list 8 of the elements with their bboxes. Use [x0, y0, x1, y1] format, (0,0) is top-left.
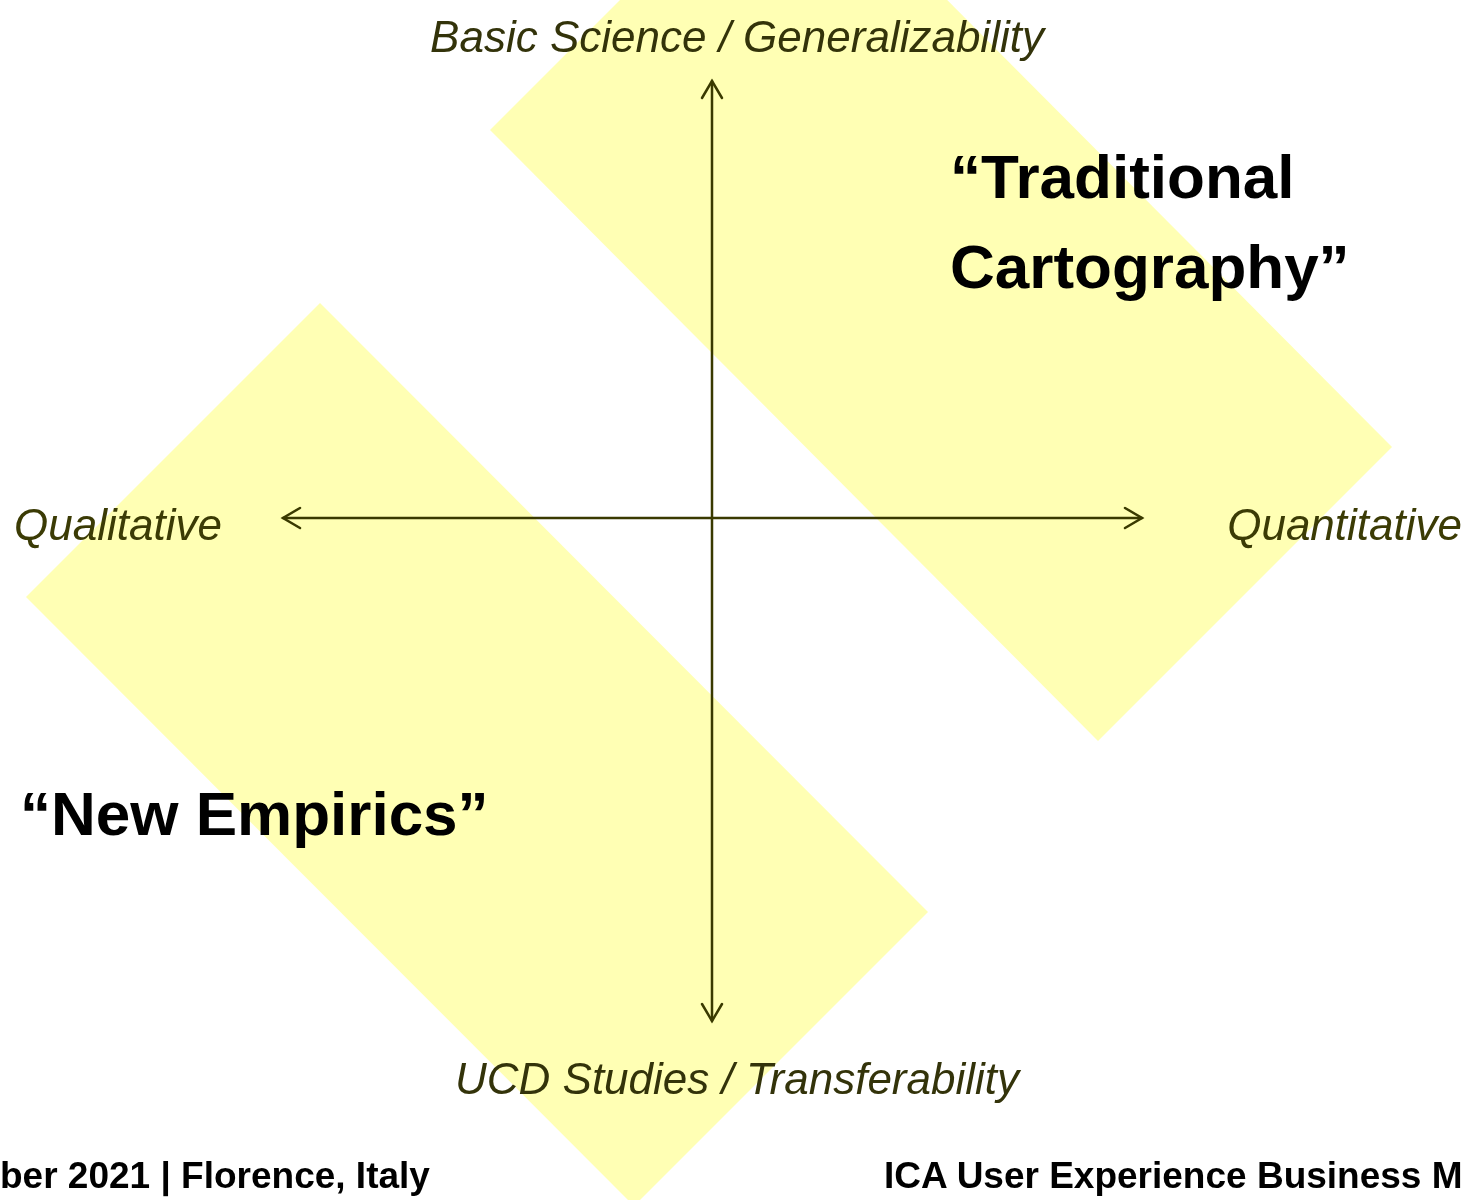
band-heading: “Traditional Cartography”: [950, 141, 1351, 303]
band-heading: “New Empirics”: [20, 778, 490, 850]
axis-label: Basic Science / Generalizability: [430, 12, 1044, 61]
axis-label: UCD Studies / Transferability: [455, 1054, 1019, 1103]
axis-label: Qualitative: [14, 500, 222, 549]
footer-text: ber 2021 | Florence, Italy: [0, 1155, 430, 1196]
axis-label: Quantitative: [1227, 500, 1462, 549]
footer-text: ICA User Experience Business M: [884, 1155, 1463, 1196]
